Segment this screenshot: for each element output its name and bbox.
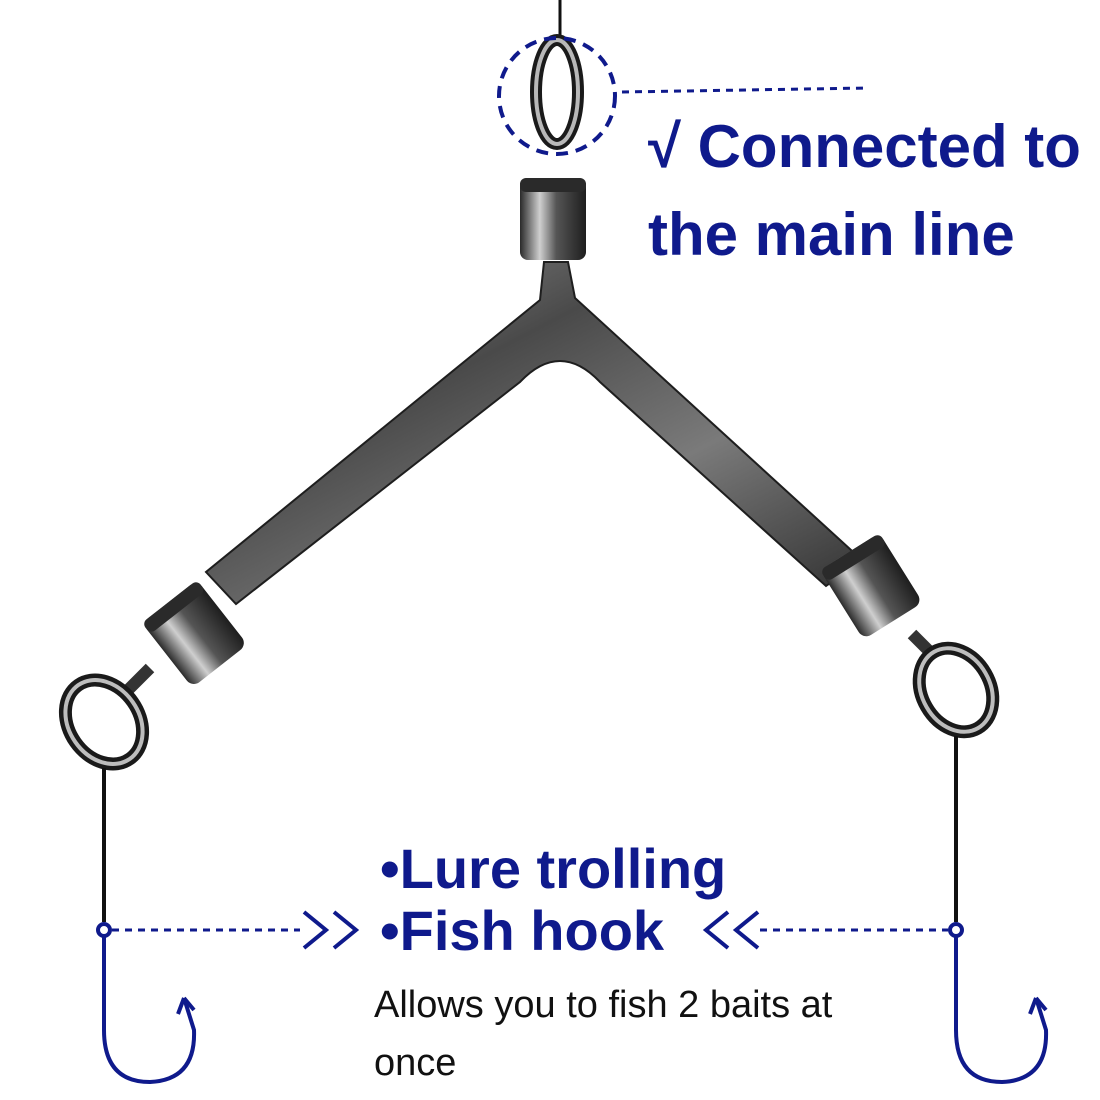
y-connector-bar [204, 261, 864, 606]
feature-fish-hook: •Fish hook [380, 899, 665, 962]
left-barrel [144, 582, 244, 684]
highlight-circle [497, 36, 617, 156]
callout-line-2: the main line [648, 201, 1015, 268]
right-ring-icon [907, 629, 1000, 739]
feature-lure-trolling: •Lure trolling [380, 837, 727, 900]
chevron-right-icon [302, 910, 360, 950]
callout-leader-line [621, 86, 869, 94]
left-ring-icon [58, 663, 155, 771]
callout-line-1: √ Connected to [648, 113, 1081, 180]
top-ring-icon [530, 34, 584, 150]
description-text: Allows you to fish 2 baits at once [374, 984, 833, 1084]
right-hook-icon [948, 922, 1049, 1085]
right-barrel [822, 535, 920, 637]
left-hook-icon [96, 922, 197, 1085]
chevron-left-icon [702, 910, 760, 950]
top-barrel [520, 178, 586, 260]
